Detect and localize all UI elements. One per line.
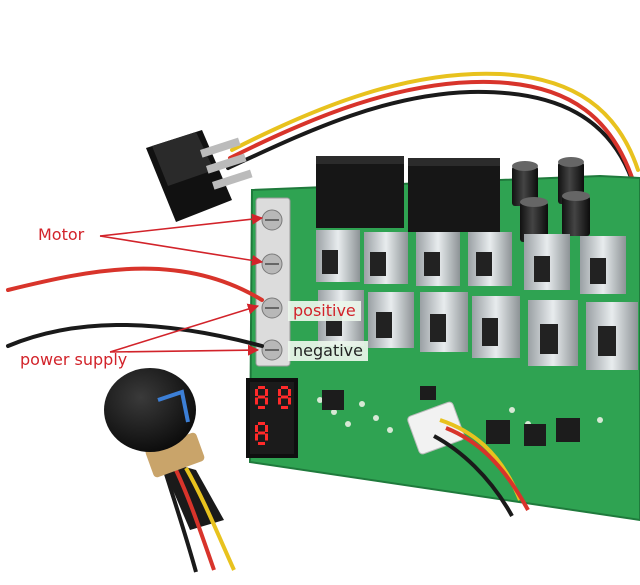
terminal-block: [255, 197, 291, 367]
power-wires: [6, 266, 264, 348]
arrow-motor-top: [99, 213, 264, 237]
capacitors: [512, 157, 590, 242]
led-segment: [265, 389, 268, 396]
led-display: [246, 378, 298, 458]
annotation-arrows: [99, 213, 264, 356]
led-segment: [281, 406, 288, 409]
arrow-power-positive: [109, 303, 260, 353]
positive-label: positive: [288, 301, 361, 321]
led-segment: [288, 397, 291, 405]
power-supply-label: power supply: [20, 350, 128, 369]
relay-left: [316, 156, 404, 228]
led-segment: [255, 433, 258, 441]
pot-connector: [407, 401, 530, 517]
led-segment: [265, 425, 268, 432]
led-segment: [278, 389, 281, 396]
led-segment: [288, 389, 291, 396]
led-segment: [255, 425, 258, 432]
led-segment: [258, 406, 265, 409]
switch-wires: [226, 71, 640, 192]
led-segment: [278, 397, 281, 405]
ic-chips: [322, 386, 580, 446]
led-segment: [258, 431, 265, 435]
led-segment: [258, 395, 265, 399]
led-segment: [258, 386, 265, 389]
led-segment: [255, 397, 258, 405]
relay-right: [408, 158, 500, 232]
arrow-power-negative: [109, 344, 260, 356]
led-segment: [265, 397, 268, 405]
arrow-motor-bottom: [99, 235, 264, 266]
led-segment: [258, 422, 265, 425]
led-segment: [265, 433, 268, 441]
led-segment: [281, 386, 288, 389]
motor-label: Motor: [38, 225, 85, 244]
potentiometer-knob: [104, 368, 236, 573]
rocker-switch: [146, 130, 253, 222]
led-segment: [255, 389, 258, 396]
led-segment: [258, 442, 265, 445]
led-segment: [281, 395, 288, 399]
led-digits: [255, 386, 291, 445]
negative-label: negative: [288, 341, 368, 361]
